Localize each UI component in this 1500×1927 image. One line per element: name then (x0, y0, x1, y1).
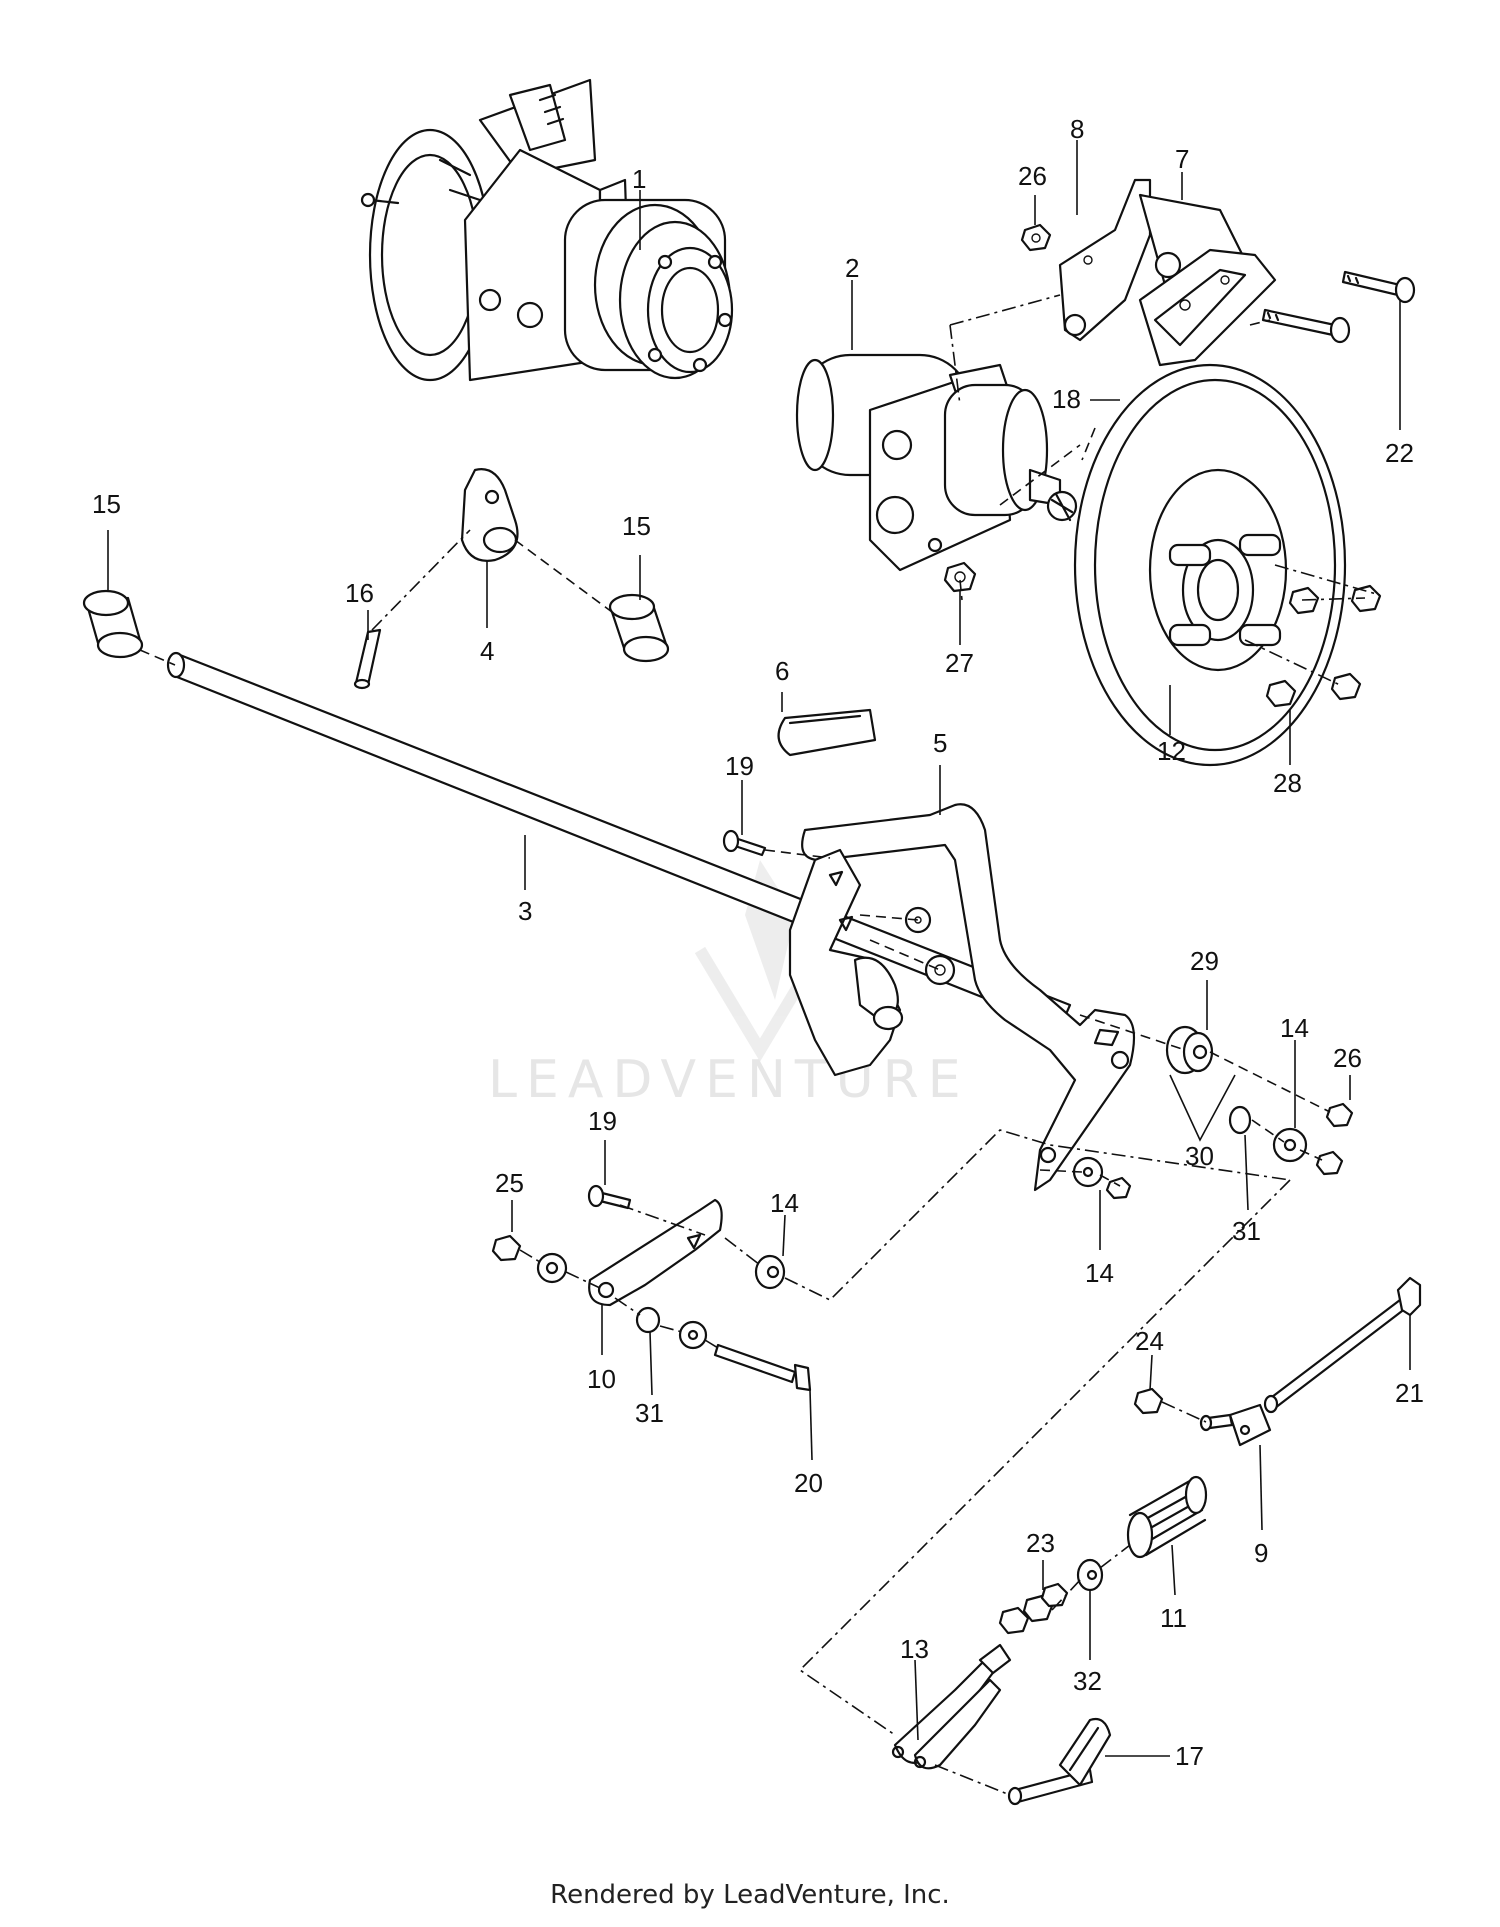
part-32-washer (1076, 1558, 1104, 1592)
callout-29: 29 (1190, 946, 1219, 976)
callout-8: 8 (1070, 114, 1084, 144)
callout-24: 24 (1135, 1326, 1164, 1356)
callout-31-lower: 31 (635, 1398, 664, 1428)
part-19-bolt-upper (722, 829, 767, 857)
part-17-clip-pin (1007, 1717, 1112, 1806)
washer-20 (678, 1320, 708, 1350)
callout-16: 16 (345, 578, 374, 608)
part-29-spacer (1165, 1025, 1214, 1075)
part-15-bushing-left (82, 589, 144, 659)
part-7-brake-caliper (1138, 193, 1277, 367)
callout-26-right: 26 (1333, 1043, 1362, 1073)
callout-7: 7 (1175, 144, 1189, 174)
part-1-motor-brake-assembly (360, 78, 734, 382)
callout-21: 21 (1395, 1378, 1424, 1408)
callout-31-right: 31 (1232, 1216, 1261, 1246)
callout-18: 18 (1052, 384, 1081, 414)
part-20-bolt (713, 1343, 812, 1392)
pedal-washers (904, 906, 956, 986)
callout-27: 27 (945, 648, 974, 678)
part-6-pedal-pad (777, 708, 877, 757)
callout-12: 12 (1157, 736, 1186, 766)
watermark-text: LEADVENTURE (488, 1050, 970, 1110)
callout-15-left: 15 (92, 489, 121, 519)
leader-lines (107, 140, 1411, 1757)
part-14-washer-right (1272, 1127, 1308, 1163)
callout-4: 4 (480, 636, 494, 666)
assembly-lines (139, 294, 1381, 1796)
callout-28: 28 (1273, 768, 1302, 798)
part-24-nut (1133, 1387, 1164, 1415)
part-23-jam-nuts (998, 1582, 1069, 1635)
callout-5: 5 (933, 728, 947, 758)
part-26-nut-upper (1020, 223, 1052, 252)
callout-2: 2 (845, 253, 859, 283)
callout-23: 23 (1026, 1528, 1055, 1558)
callout-15-right: 15 (622, 511, 651, 541)
part-9-trunnion (1199, 1403, 1272, 1447)
callout-9: 9 (1254, 1538, 1268, 1568)
part-12-brake-rotor-hub (1073, 363, 1347, 767)
part-10-linkage-arm (588, 1198, 723, 1307)
callout-25: 25 (495, 1168, 524, 1198)
part-31-ring-lower (635, 1306, 661, 1334)
part-15-bushing-right (608, 593, 670, 663)
callout-19-lower: 19 (588, 1106, 617, 1136)
callout-30: 30 (1185, 1141, 1214, 1171)
part-27-nut (943, 561, 977, 593)
callout-32: 32 (1073, 1666, 1102, 1696)
pedal-mount-plate (788, 848, 904, 1077)
part-2-hydraulic-motor (795, 353, 1078, 572)
callout-26-upper: 26 (1018, 161, 1047, 191)
part-4-shaft-arm (460, 468, 519, 562)
part-13-clevis (891, 1643, 1012, 1770)
part-25-nut (491, 1234, 522, 1262)
callout-22: 22 (1385, 438, 1414, 468)
part-8-brake-bracket (1058, 178, 1152, 342)
part-22-caliper-bolts (1261, 270, 1416, 344)
callout-1: 1 (632, 164, 646, 194)
callout-14-right: 14 (1280, 1013, 1309, 1043)
part-19-bolt-lower (587, 1184, 632, 1210)
callout-11: 11 (1160, 1603, 1187, 1633)
part-31-ring-right (1228, 1105, 1252, 1135)
part-26-nut-right (1315, 1102, 1354, 1176)
callout-13: 13 (900, 1634, 929, 1664)
callout-6: 6 (775, 656, 789, 686)
callout-20: 20 (794, 1468, 823, 1498)
part-11-spring (1126, 1475, 1208, 1559)
part-21-long-bolt (1263, 1276, 1422, 1414)
callout-3: 3 (518, 896, 532, 926)
part-16-roll-pin (353, 628, 382, 690)
callout-19-upper: 19 (725, 751, 754, 781)
part-14-washer-lower (1072, 1156, 1132, 1200)
washer-left-10 (536, 1252, 568, 1284)
callout-14-mid: 14 (770, 1188, 799, 1218)
footer-credit: Rendered by LeadVenture, Inc. (550, 1880, 950, 1910)
callout-14-lower: 14 (1085, 1258, 1114, 1288)
part-14-washer-mid (754, 1254, 786, 1290)
callout-10: 10 (587, 1364, 616, 1394)
part-5-brake-pedal (801, 803, 1136, 1192)
callout-17: 17 (1175, 1741, 1204, 1771)
callout-labels: 1 2 3 4 5 6 7 8 9 10 11 12 13 14 14 14 1… (92, 114, 1424, 1771)
